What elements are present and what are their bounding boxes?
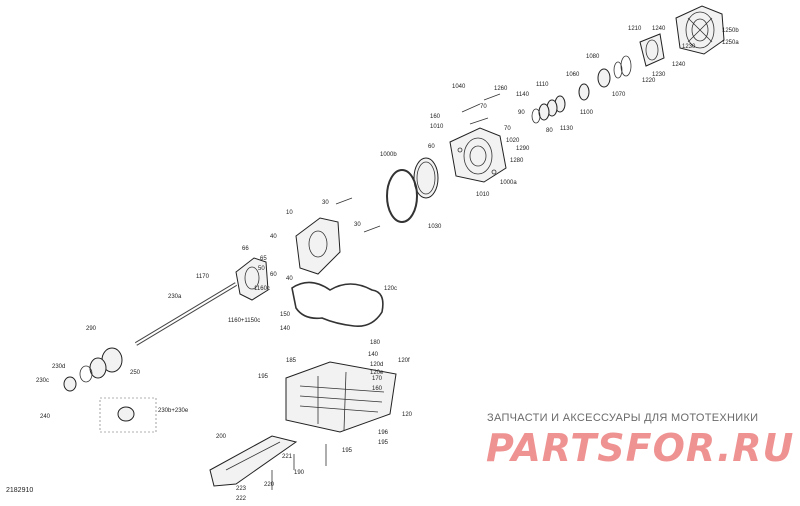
- callout-label: 1010: [476, 192, 490, 198]
- callout-label: 150: [280, 312, 291, 318]
- callout-label: 30: [322, 200, 329, 206]
- callout-label: 290: [86, 326, 97, 332]
- callout-label: 60: [428, 144, 435, 150]
- callout-label: 230c: [36, 378, 49, 384]
- callout-label: 60: [270, 272, 277, 278]
- callout-label: 1230: [682, 44, 696, 50]
- callout-label: 1260: [494, 86, 508, 92]
- callout-label: 1140: [516, 92, 530, 98]
- callout-label: 230a: [168, 294, 182, 300]
- callout-label: 250: [130, 370, 141, 376]
- kit-box: [99, 397, 157, 433]
- seal-carrier-part: [235, 257, 269, 301]
- watermark-tagline: ЗАПЧАСТИ И АКСЕССУАРЫ ДЛЯ МОТОТЕХНИКИ: [487, 412, 759, 424]
- callout-label: 1000b: [380, 152, 397, 158]
- wear-ring-part: [639, 33, 665, 67]
- callout-label: 240: [40, 414, 51, 420]
- callout-label: 120f: [398, 358, 410, 364]
- bearing-stack: [531, 83, 590, 124]
- callout-label: 30: [354, 222, 361, 228]
- ride-plate-part: [285, 361, 397, 433]
- diagram-reference-number: 2182910: [6, 487, 34, 494]
- callout-label: 1100: [580, 110, 594, 116]
- callout-label: 40: [286, 276, 293, 282]
- callout-label: 140: [280, 326, 291, 332]
- callout-label: 1130: [560, 126, 574, 132]
- callout-label: 1240: [672, 62, 686, 68]
- callout-label: 1290: [516, 146, 530, 152]
- callout-label: 1010: [430, 124, 444, 130]
- callout-label: 1060: [566, 72, 580, 78]
- drive-shaft-part: [134, 282, 238, 346]
- callout-label: 221: [282, 454, 293, 460]
- callout-label: 120: [402, 412, 413, 418]
- callout-label: 160: [430, 114, 441, 120]
- callout-label: 1080: [586, 54, 600, 60]
- callout-label: 200: [216, 434, 227, 440]
- callout-label: 185: [286, 358, 297, 364]
- callout-label: 1240: [652, 26, 666, 32]
- callout-label: 196: [378, 430, 389, 436]
- pump-housing-part: [675, 5, 725, 55]
- shaft-bolts-upper: [461, 93, 501, 125]
- callout-label: 140: [368, 352, 379, 358]
- callout-label: 190: [294, 470, 305, 476]
- impeller-rings: [597, 55, 632, 88]
- callout-label: 90: [518, 110, 525, 116]
- callout-label: 1070: [612, 92, 626, 98]
- callout-label: 66: [242, 246, 249, 252]
- bolts-30: [335, 197, 381, 233]
- callout-label: 160: [372, 386, 383, 392]
- callout-label: 195: [378, 440, 389, 446]
- callout-label: 222: [236, 496, 247, 502]
- callout-label: 1160+1150c: [228, 318, 260, 324]
- callout-label: 195: [258, 374, 269, 380]
- callout-label: 1030: [428, 224, 442, 230]
- callout-label: 1220: [642, 78, 656, 84]
- callout-label: 195: [342, 448, 353, 454]
- callout-label: 1160c: [254, 286, 270, 292]
- callout-label: 230d: [52, 364, 65, 370]
- callout-label: 120c: [384, 286, 397, 292]
- pump-support-bracket: [295, 217, 341, 275]
- watermark-logo: PARTSFOR.RU: [486, 426, 795, 470]
- callout-label: 120e: [370, 370, 384, 376]
- callout-label: 223: [236, 486, 247, 492]
- callout-label: 70: [480, 104, 487, 110]
- callout-label: 65: [260, 256, 267, 262]
- callout-label: 180: [370, 340, 381, 346]
- callout-label: 1020: [506, 138, 520, 144]
- callout-label: 1210: [628, 26, 642, 32]
- skid-plate-part: [209, 435, 298, 487]
- callout-label: 1250b: [722, 28, 739, 34]
- callout-label: 40: [270, 234, 277, 240]
- drive-ring-part: [413, 157, 439, 199]
- gasket-part: [291, 281, 384, 328]
- callout-label: 1170: [196, 274, 210, 280]
- callout-label: 10: [286, 210, 293, 216]
- callout-label: 1000a: [500, 180, 517, 186]
- callout-label: 230b+230e: [158, 408, 189, 414]
- shaft-coupler-rings: [63, 347, 123, 392]
- bearing-housing-part: [449, 127, 507, 183]
- callout-label: 70: [504, 126, 511, 132]
- callout-label: 1110: [536, 82, 549, 88]
- callout-label: 220: [264, 482, 275, 488]
- callout-label: 170: [372, 376, 383, 382]
- callout-label: 50: [258, 266, 265, 272]
- o-ring-part: [386, 169, 418, 223]
- callout-label: 1230: [652, 72, 666, 78]
- callout-label: 1280: [510, 158, 524, 164]
- callout-label: 120d: [370, 362, 383, 368]
- callout-label: 1250a: [722, 40, 739, 46]
- callout-label: 80: [546, 128, 553, 134]
- callout-label: 1040: [452, 84, 466, 90]
- fastener-studs: [271, 444, 327, 490]
